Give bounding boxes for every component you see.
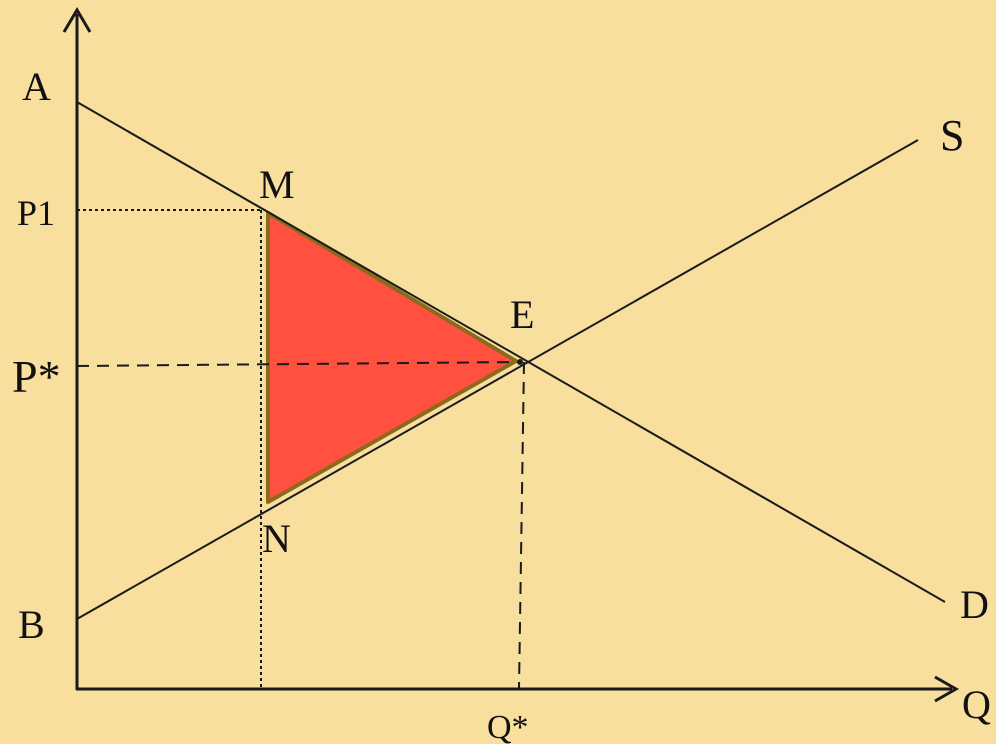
deadweight-loss-triangle (266, 211, 518, 504)
label-q: Q (962, 682, 991, 727)
label-d: D (960, 582, 989, 627)
label-p1: P1 (17, 193, 55, 233)
y-axis-arrow-icon (62, 7, 92, 33)
label-m: M (259, 162, 295, 207)
p-star-guide-line (76, 361, 521, 367)
label-p-star: P* (12, 351, 61, 402)
q-star-guide-line (518, 361, 525, 689)
label-n: N (262, 516, 291, 561)
equilibrium-point (517, 359, 523, 365)
label-b: B (18, 602, 45, 647)
supply-curve (76, 139, 919, 620)
label-s: S (940, 111, 964, 160)
x-axis-arrow-icon (934, 675, 960, 703)
label-a: A (22, 64, 51, 109)
label-e: E (510, 292, 534, 337)
label-q-star: Q* (487, 709, 529, 744)
demand-curve (76, 101, 946, 603)
